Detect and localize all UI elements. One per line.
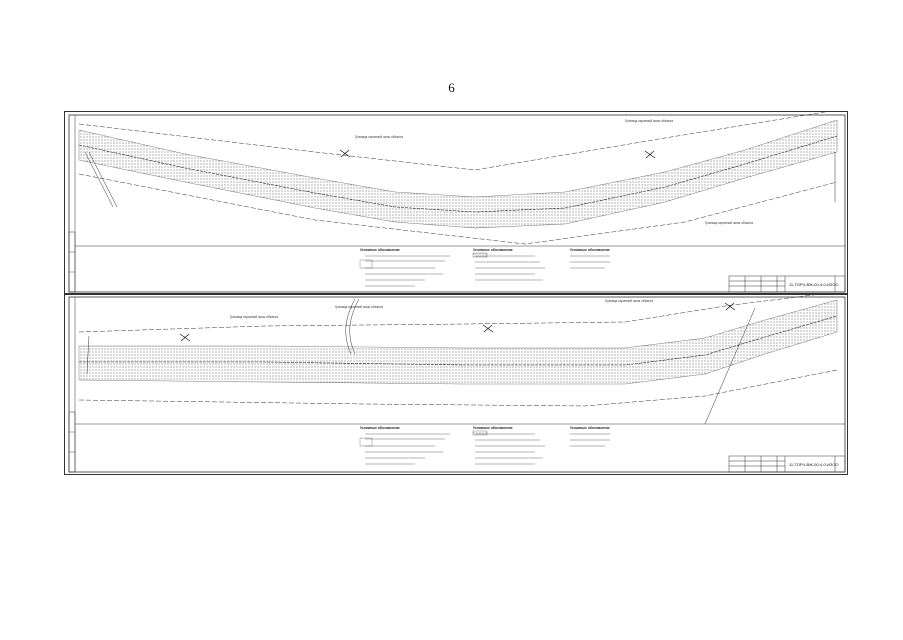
sheet-1-centerline bbox=[78, 135, 838, 213]
sheet-2-annotation-2: Граница охранной зоны объекта bbox=[335, 305, 383, 309]
sheet-1-legend-title-2: Условные обозначения bbox=[473, 248, 513, 252]
sheet-2-marker-1 bbox=[179, 333, 191, 342]
sheet-1-title-block bbox=[728, 275, 846, 293]
sheet-2-side-stamp bbox=[68, 411, 76, 473]
sheet-1-side-stamp bbox=[68, 231, 76, 293]
sheet-2-diagonal bbox=[704, 307, 756, 425]
sheet-1-drawing: Граница охранной зоны объекта Граница ох… bbox=[68, 112, 846, 293]
sheet-2-marker-2 bbox=[482, 324, 494, 333]
sheet-2-corridor-band bbox=[78, 299, 838, 385]
sheet-2-centerline bbox=[79, 315, 838, 366]
sheet-2-legend-symbol bbox=[359, 437, 373, 447]
drawing-sheet-2: Граница охранной зоны объекта Граница ох… bbox=[64, 293, 848, 475]
sheet-2-legend-title-1: Условные обозначения bbox=[360, 426, 400, 430]
sheet-1-stamp-code: 11-ТОРЧ-ВЖ-00-4-0-ИЗОО bbox=[789, 282, 839, 287]
sheet-2-marker-3 bbox=[724, 302, 736, 311]
sheet-2-frame bbox=[68, 296, 846, 473]
sheet-2-drawing: Граница охранной зоны объекта Граница ох… bbox=[68, 294, 846, 473]
sheet-2-stamp-code: 11-ТОРЧ-ВЖ-00-4-0-ИЗОО bbox=[789, 462, 839, 467]
sheet-1-legend-title-1: Условные обозначения bbox=[360, 248, 400, 252]
sheet-1-corridor-band bbox=[78, 119, 838, 229]
sheet-1-annotation-2: Граница охранной зоны объекта bbox=[625, 119, 673, 123]
sheet-1-annotation-3: Граница охранной зоны объекта bbox=[705, 221, 753, 225]
sheet-1-annotation-1: Граница охранной зоны объекта bbox=[355, 135, 403, 139]
sheet-2-upper-boundary bbox=[78, 294, 824, 333]
sheet-1-marker-2 bbox=[644, 150, 656, 159]
sheet-2-annotation-3: Граница охранной зоны объекта bbox=[605, 299, 653, 303]
sheet-2-legend-lines bbox=[365, 433, 610, 465]
page-number: 6 bbox=[448, 80, 455, 95]
sheet-2-legend-title-2: Условные обозначения bbox=[473, 426, 513, 430]
drawing-sheet-1: Граница охранной зоны объекта Граница ох… bbox=[64, 111, 848, 295]
sheet-2-legend-swatch bbox=[472, 430, 488, 436]
sheet-1-legend-swatch bbox=[472, 252, 488, 258]
sheet-1-legend-symbol bbox=[359, 259, 373, 269]
sheet-1-legend-title-3: Условные обозначения bbox=[570, 248, 610, 252]
sheet-2-annotation-1: Граница охранной зоны объекта bbox=[230, 315, 278, 319]
sheet-2-road bbox=[345, 298, 356, 355]
sheet-1-lower-boundary bbox=[78, 173, 838, 245]
sheet-1-frame bbox=[68, 114, 846, 293]
sheet-1-legend-lines bbox=[365, 255, 610, 287]
sheet-1-upper-boundary bbox=[78, 112, 827, 171]
sheet-1-marker-1 bbox=[339, 149, 351, 158]
sheet-2-title-block bbox=[728, 455, 846, 473]
sheet-2-legend-title-3: Условные обозначения bbox=[570, 426, 610, 430]
sheet-2-lower-boundary bbox=[78, 369, 838, 407]
